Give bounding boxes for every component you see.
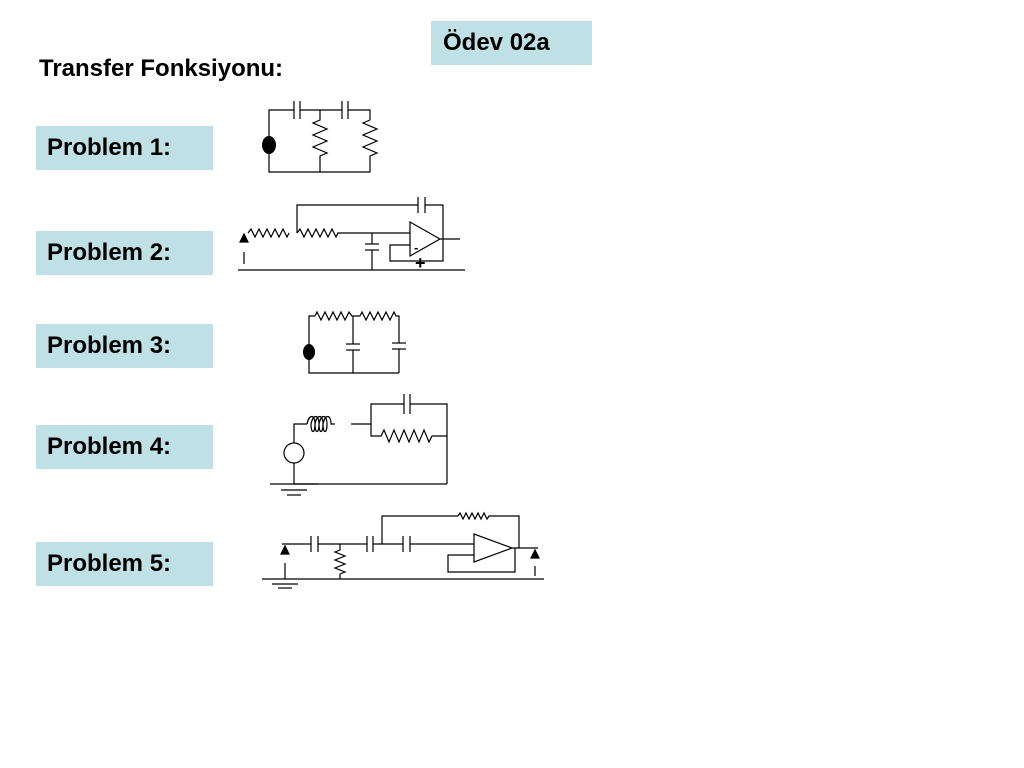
resistor-icon: [361, 119, 379, 166]
problem-1-circuit: [262, 101, 379, 173]
opamp-icon: [473, 533, 514, 563]
resistor-icon: [370, 424, 447, 444]
output-arrow-icon: [530, 548, 540, 559]
voltage-source-icon: [283, 442, 305, 464]
problem-4-label: Problem 4:: [36, 425, 213, 469]
voltage-source-icon: [262, 136, 276, 154]
input-arrow-icon: [280, 544, 290, 555]
section-heading: Transfer Fonksiyonu:: [39, 55, 284, 82]
resistor-icon: [333, 544, 347, 579]
assignment-title: Ödev 02a: [431, 21, 592, 65]
opamp-minus-sign: -: [414, 240, 418, 255]
opamp-icon: [409, 220, 442, 258]
resistor-icon: [247, 227, 290, 239]
voltage-source-icon: [303, 344, 315, 360]
problem-2-label: Problem 2:: [36, 231, 213, 275]
resistor-icon: [311, 110, 329, 172]
problem-5-circuit: [262, 511, 544, 589]
problem-5-label: Problem 5:: [36, 542, 213, 586]
inductor-icon: [306, 415, 335, 433]
problem-3-label: Problem 3:: [36, 324, 213, 368]
resistor-icon: [314, 310, 360, 322]
input-arrow-icon: [239, 232, 249, 243]
problem-2-circuit: - +: [238, 197, 465, 273]
opamp-plus-sign: +: [415, 253, 426, 273]
problem-4-circuit: [270, 394, 448, 496]
problem-3-circuit: [303, 310, 406, 374]
problem-1-label: Problem 1:: [36, 126, 213, 170]
